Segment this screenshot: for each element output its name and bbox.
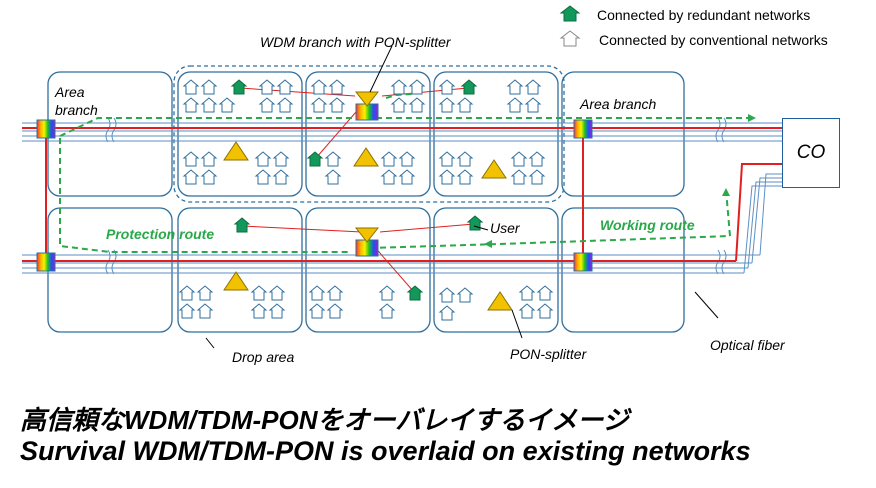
pon-splitter-label: PON-splitter — [510, 346, 587, 362]
area-box — [561, 71, 685, 197]
co-label: CO — [796, 142, 826, 163]
working-route-label: Working route — [600, 217, 695, 233]
drop-area-label: Drop area — [232, 349, 295, 365]
legend-conventional-text: Connected by conventional networks — [599, 32, 828, 48]
pon-splitters — [223, 91, 513, 311]
optical-fiber-label: Optical fiber — [710, 337, 785, 353]
legend-conventional-house-icon — [560, 30, 580, 47]
user-label: User — [490, 220, 520, 236]
area-branch-right-label: Area branch — [580, 96, 657, 112]
area-box — [305, 207, 431, 333]
central-office-box: CO — [782, 118, 840, 188]
protection-route — [59, 138, 350, 253]
pointer-lines — [205, 45, 719, 349]
area-box — [177, 207, 303, 333]
area-branch-left-label: Area branch — [55, 84, 98, 118]
area-box — [177, 71, 303, 197]
working-route — [59, 93, 748, 249]
area-box — [561, 207, 685, 333]
legend-redundant-text: Connected by redundant networks — [597, 7, 811, 23]
area-box — [433, 71, 559, 197]
drop-lines — [239, 87, 475, 293]
area-boxes — [47, 65, 685, 333]
wdm-red-fiber — [22, 127, 782, 262]
caption-english: Survival WDM/TDM-PON is overlaid on exis… — [20, 436, 751, 466]
drop-area-dashed-outline — [173, 65, 565, 203]
caption-japanese: 高信頼なWDM/TDM-PONをオーバレイするイメージ — [20, 405, 629, 435]
wdm-filters — [36, 103, 593, 272]
legend-redundant-house-icon — [560, 5, 580, 22]
protection-route-label: Protection route — [106, 226, 215, 242]
area-box — [305, 71, 431, 197]
route-arrowheads — [484, 114, 756, 248]
optical-fibers — [22, 122, 782, 274]
area-box — [433, 207, 559, 333]
wdm-branch-label: WDM branch with PON-splitter — [260, 34, 451, 50]
